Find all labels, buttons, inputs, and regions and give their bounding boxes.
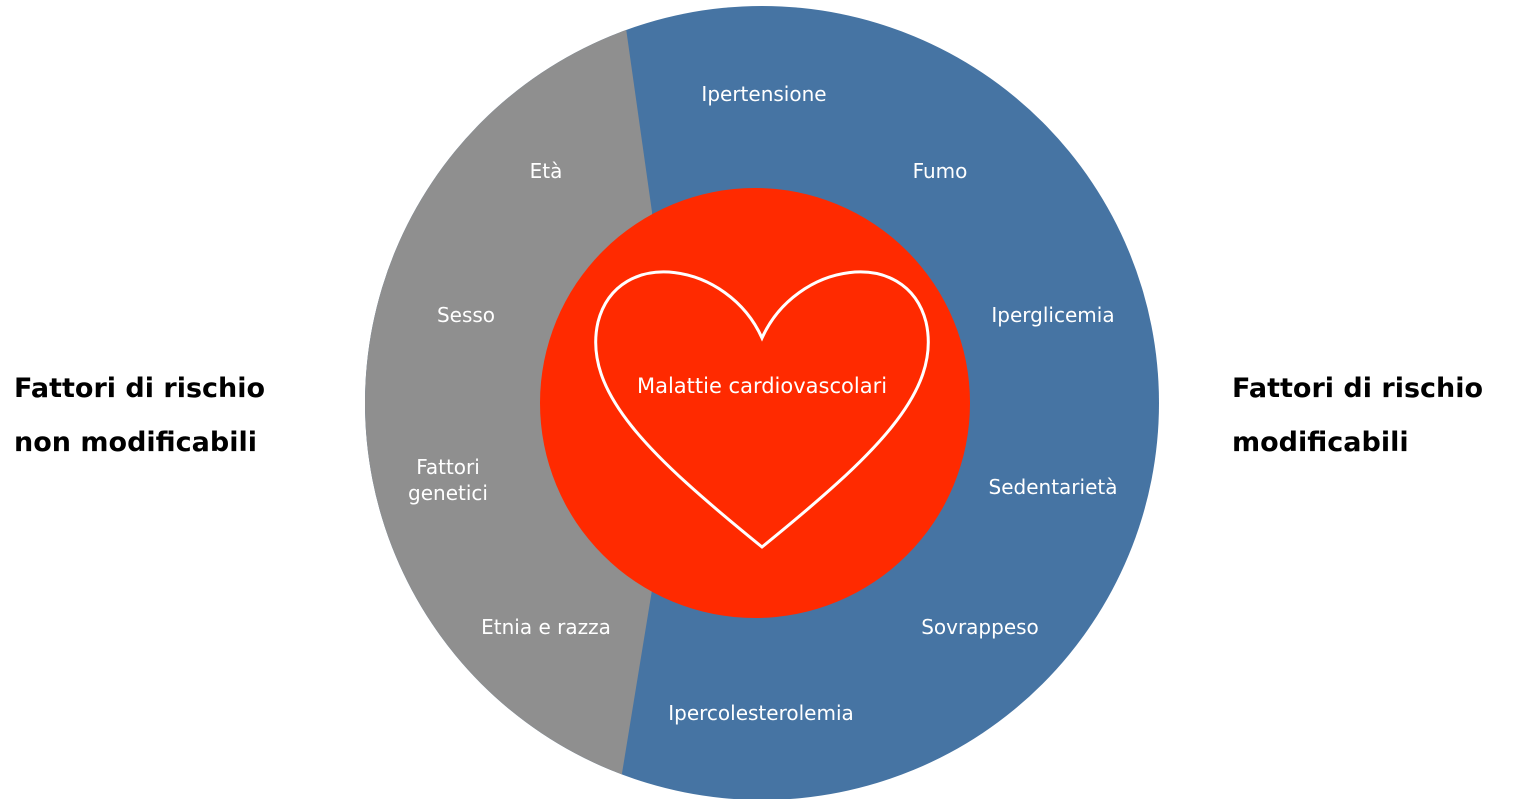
factor-sesso: Sesso (437, 303, 495, 327)
factor-eta: Età (530, 159, 563, 183)
center-circle (540, 188, 970, 618)
factor-iperglicemia: Iperglicemia (991, 303, 1114, 327)
outer-ring (365, 6, 1159, 800)
modifiable-heading: Fattori di rischio modificabili (1232, 362, 1483, 470)
modifiable-heading-line1: Fattori di rischio (1232, 373, 1484, 404)
non-modifiable-heading: Fattori di rischio non modificabili (14, 362, 265, 470)
factor-fattori-genetici-line1: Fattori (416, 455, 480, 479)
factor-sedentarieta: Sedentarietà (989, 475, 1118, 499)
factor-etnia-razza: Etnia e razza (481, 615, 611, 639)
modifiable-heading-line2: modificabili (1232, 427, 1409, 458)
factor-sovrappeso: Sovrappeso (921, 615, 1039, 639)
factor-fumo: Fumo (913, 159, 968, 183)
factor-fattori-genetici-line2: genetici (408, 481, 488, 505)
non-modifiable-segment (365, 6, 652, 800)
factor-ipercolesterolemia: Ipercolesterolemia (668, 701, 854, 725)
factor-ipertensione: Ipertensione (701, 82, 826, 106)
center-label: Malattie cardiovascolari (637, 374, 887, 398)
heart-outline-icon (594, 270, 930, 549)
non-modifiable-heading-line1: Fattori di rischio (14, 373, 266, 404)
non-modifiable-heading-line2: non modificabili (14, 427, 257, 458)
